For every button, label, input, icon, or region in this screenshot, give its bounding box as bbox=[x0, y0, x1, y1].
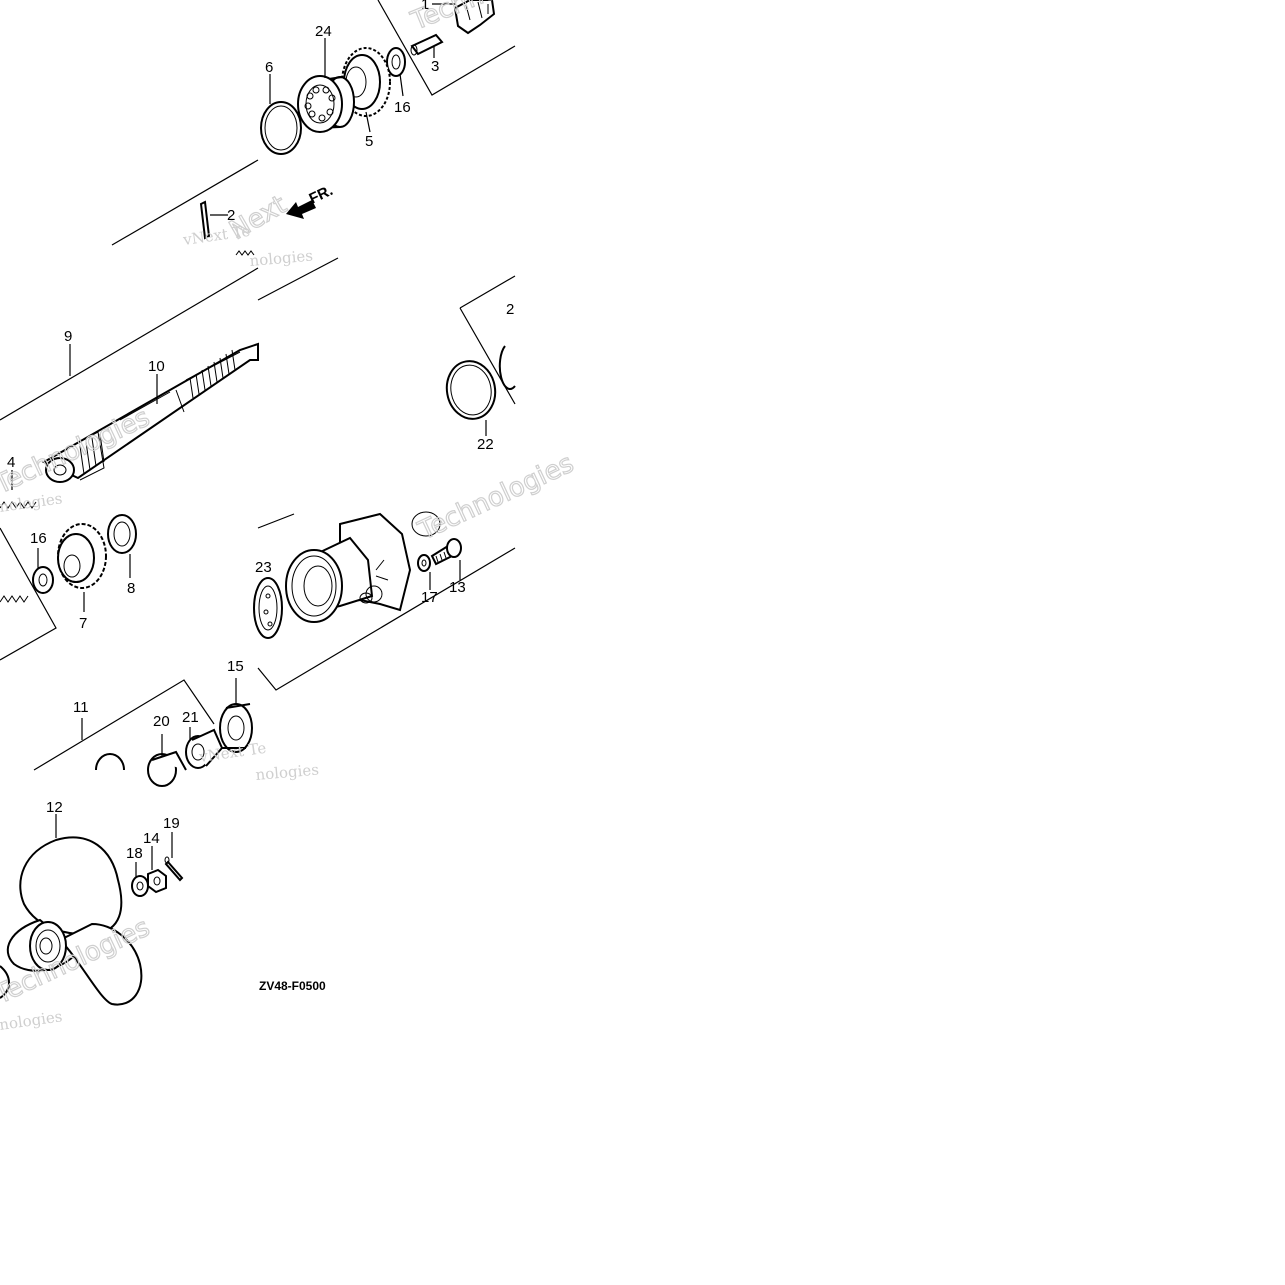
group-box-holder-top bbox=[257, 513, 295, 529]
callout-16: 16 bbox=[30, 530, 47, 547]
watermark-text: nologies bbox=[249, 247, 314, 270]
callout-10: 10 bbox=[148, 358, 165, 375]
watermark-text: nologies bbox=[255, 761, 320, 784]
callout-5: 5 bbox=[365, 133, 373, 150]
direction-label: FR. bbox=[307, 182, 336, 208]
callout-4: 4 bbox=[7, 454, 15, 471]
callout-6: 6 bbox=[265, 59, 273, 76]
part-2-pin bbox=[199, 200, 211, 240]
part-16-washer bbox=[32, 566, 54, 594]
part-10-shaft bbox=[41, 342, 259, 483]
callout-24: 24 bbox=[315, 23, 332, 40]
callout-1: 1 bbox=[421, 0, 429, 13]
part-17-washer bbox=[417, 554, 431, 572]
tile-gear: 16 7 8 bbox=[0, 514, 137, 661]
callout-15: 15 bbox=[227, 658, 244, 675]
callout-17: 17 bbox=[421, 589, 438, 606]
tile-shaft: 9 10 4 nologies Technologies bbox=[0, 267, 259, 516]
callout-16: 16 bbox=[394, 99, 411, 116]
spring-partial bbox=[235, 250, 255, 256]
callout-22: 22 bbox=[477, 436, 494, 453]
callout-13: 13 bbox=[449, 579, 466, 596]
part-18-washer bbox=[131, 875, 149, 897]
callout-7: 7 bbox=[79, 615, 87, 632]
spring-partial bbox=[0, 595, 29, 603]
part-19-cotter-pin bbox=[164, 856, 184, 882]
group-box-holder bbox=[257, 547, 516, 691]
group-box-left-edge bbox=[111, 159, 259, 246]
callout-23: 23 bbox=[255, 559, 272, 576]
group-box-top bbox=[377, 0, 516, 96]
part-24-bearing bbox=[297, 75, 355, 133]
tile-propeller: 12 18 14 19 ZV48-F0500 nologies Technolo… bbox=[0, 799, 326, 1034]
tile-bushings: 11 20 21 15 vNext Te nologies bbox=[33, 658, 320, 787]
watermark-text: nologies bbox=[0, 1007, 63, 1034]
part-6-ring bbox=[260, 101, 302, 155]
part-22-oring bbox=[445, 360, 497, 420]
part-4-spring bbox=[0, 501, 37, 509]
callout-14: 14 bbox=[143, 830, 160, 847]
part-21-bushing bbox=[185, 728, 224, 769]
group-box-gear bbox=[0, 527, 57, 661]
callout-2: 2 bbox=[227, 207, 235, 224]
part-holder-housing bbox=[285, 511, 441, 623]
tile-oring: 22 2 bbox=[257, 257, 516, 453]
group-box-oring-top bbox=[257, 257, 339, 301]
part-12-propeller bbox=[0, 836, 143, 1006]
callout-3: 3 bbox=[431, 58, 439, 75]
watermark-outline: Next bbox=[225, 190, 292, 246]
part-23-bearing bbox=[253, 577, 283, 639]
tile-holder: 17 13 23 Technologies bbox=[253, 448, 579, 691]
callout-12: 12 bbox=[46, 799, 63, 816]
part-7-gear bbox=[57, 523, 107, 589]
callout-8: 8 bbox=[127, 580, 135, 597]
watermark-outline: Technologies bbox=[413, 449, 578, 547]
part-bearing-partial bbox=[498, 345, 516, 390]
callout-19: 19 bbox=[163, 815, 180, 832]
part-16-washer bbox=[386, 47, 406, 77]
part-3-pin bbox=[410, 33, 444, 56]
callout-18: 18 bbox=[126, 845, 143, 862]
part-8-washer bbox=[107, 514, 137, 554]
front-direction-arrow: FR. bbox=[286, 182, 336, 219]
callout-25: 2 bbox=[506, 301, 514, 318]
part-partial bbox=[95, 753, 125, 771]
part-14-nut bbox=[147, 868, 167, 894]
part-13-bolt bbox=[430, 538, 462, 566]
callout-9: 9 bbox=[64, 328, 72, 345]
group-box-shaft bbox=[0, 267, 259, 421]
group-box-bushings bbox=[33, 679, 215, 771]
diagram-code: ZV48-F0500 bbox=[259, 979, 326, 993]
tile-top: FR. 1 3 16 5 24 6 2 vNext Te nologies Te… bbox=[111, 0, 574, 270]
part-20-bushing bbox=[147, 750, 187, 787]
callout-21: 21 bbox=[182, 709, 199, 726]
part-1-hub bbox=[453, 0, 496, 35]
callout-11: 11 bbox=[73, 699, 89, 716]
callout-20: 20 bbox=[153, 713, 170, 730]
watermark-outline: Technologies bbox=[0, 403, 154, 501]
